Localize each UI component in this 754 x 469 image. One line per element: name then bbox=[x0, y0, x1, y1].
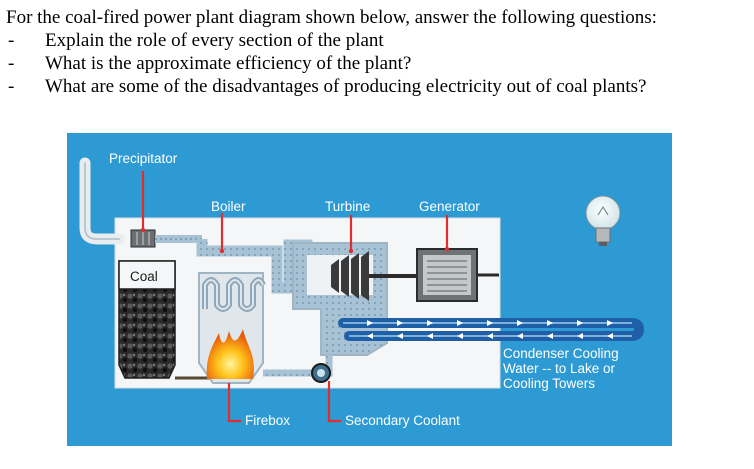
bullet-dash: - bbox=[8, 53, 15, 74]
question-text: Explain the role of every section of the… bbox=[45, 30, 384, 51]
question-text: What is the approximate efficiency of th… bbox=[45, 53, 412, 74]
boiler-label: Boiler bbox=[211, 199, 246, 214]
condenser-label-line3: Cooling Towers bbox=[503, 376, 595, 391]
arrow-icon bbox=[397, 333, 403, 339]
arrow-icon bbox=[457, 333, 463, 339]
arrow-icon bbox=[517, 320, 523, 326]
secondary-coolant-label: Secondary Coolant bbox=[345, 413, 460, 428]
question-item: - Explain the role of every section of t… bbox=[6, 29, 750, 52]
arrow-icon bbox=[367, 333, 373, 339]
arrow-icon bbox=[397, 320, 403, 326]
turbine-rotor bbox=[331, 251, 369, 301]
question-item: - What are some of the disadvantages of … bbox=[6, 75, 750, 98]
coal-label: Coal bbox=[130, 269, 158, 284]
chimney-pipe bbox=[79, 157, 125, 245]
bullet-dash: - bbox=[8, 76, 15, 97]
arrow-icon bbox=[427, 333, 433, 339]
arrow-icon bbox=[607, 320, 613, 326]
diagram-canvas: Precipitator Boiler Turbine Generator Co… bbox=[79, 151, 645, 428]
firebox-label: Firebox bbox=[245, 413, 290, 428]
generator-label: Generator bbox=[419, 199, 480, 214]
condenser-label-line2: Water -- to Lake or bbox=[503, 361, 616, 376]
arrow-icon bbox=[577, 320, 583, 326]
question-text: What are some of the disadvantages of pr… bbox=[45, 76, 647, 97]
precipitator-label: Precipitator bbox=[109, 151, 178, 166]
flow-arrows bbox=[367, 320, 613, 339]
question-block: For the coal-fired power plant diagram s… bbox=[6, 6, 750, 98]
turbine-shaft bbox=[369, 274, 429, 278]
question-list: - Explain the role of every section of t… bbox=[6, 29, 750, 98]
arrow-icon bbox=[427, 320, 433, 326]
light-bulb-icon bbox=[585, 195, 621, 246]
flame-icon bbox=[206, 329, 254, 379]
bullet-dash: - bbox=[8, 30, 15, 51]
arrow-icon bbox=[457, 320, 463, 326]
arrow-icon bbox=[487, 333, 493, 339]
arrow-icon bbox=[547, 320, 553, 326]
arrow-icon bbox=[607, 333, 613, 339]
arrow-icon bbox=[367, 320, 373, 326]
condenser-label-line1: Condenser Cooling bbox=[503, 346, 619, 361]
pump-icon bbox=[311, 363, 331, 383]
question-title: For the coal-fired power plant diagram s… bbox=[6, 7, 657, 28]
turbine-label: Turbine bbox=[325, 199, 370, 214]
arrow-icon bbox=[487, 320, 493, 326]
power-plant-diagram: Precipitator Boiler Turbine Generator Co… bbox=[67, 133, 672, 446]
arrow-icon bbox=[577, 333, 583, 339]
arrow-icon bbox=[547, 333, 553, 339]
question-item: - What is the approximate efficiency of … bbox=[6, 52, 750, 75]
arrow-icon bbox=[517, 333, 523, 339]
